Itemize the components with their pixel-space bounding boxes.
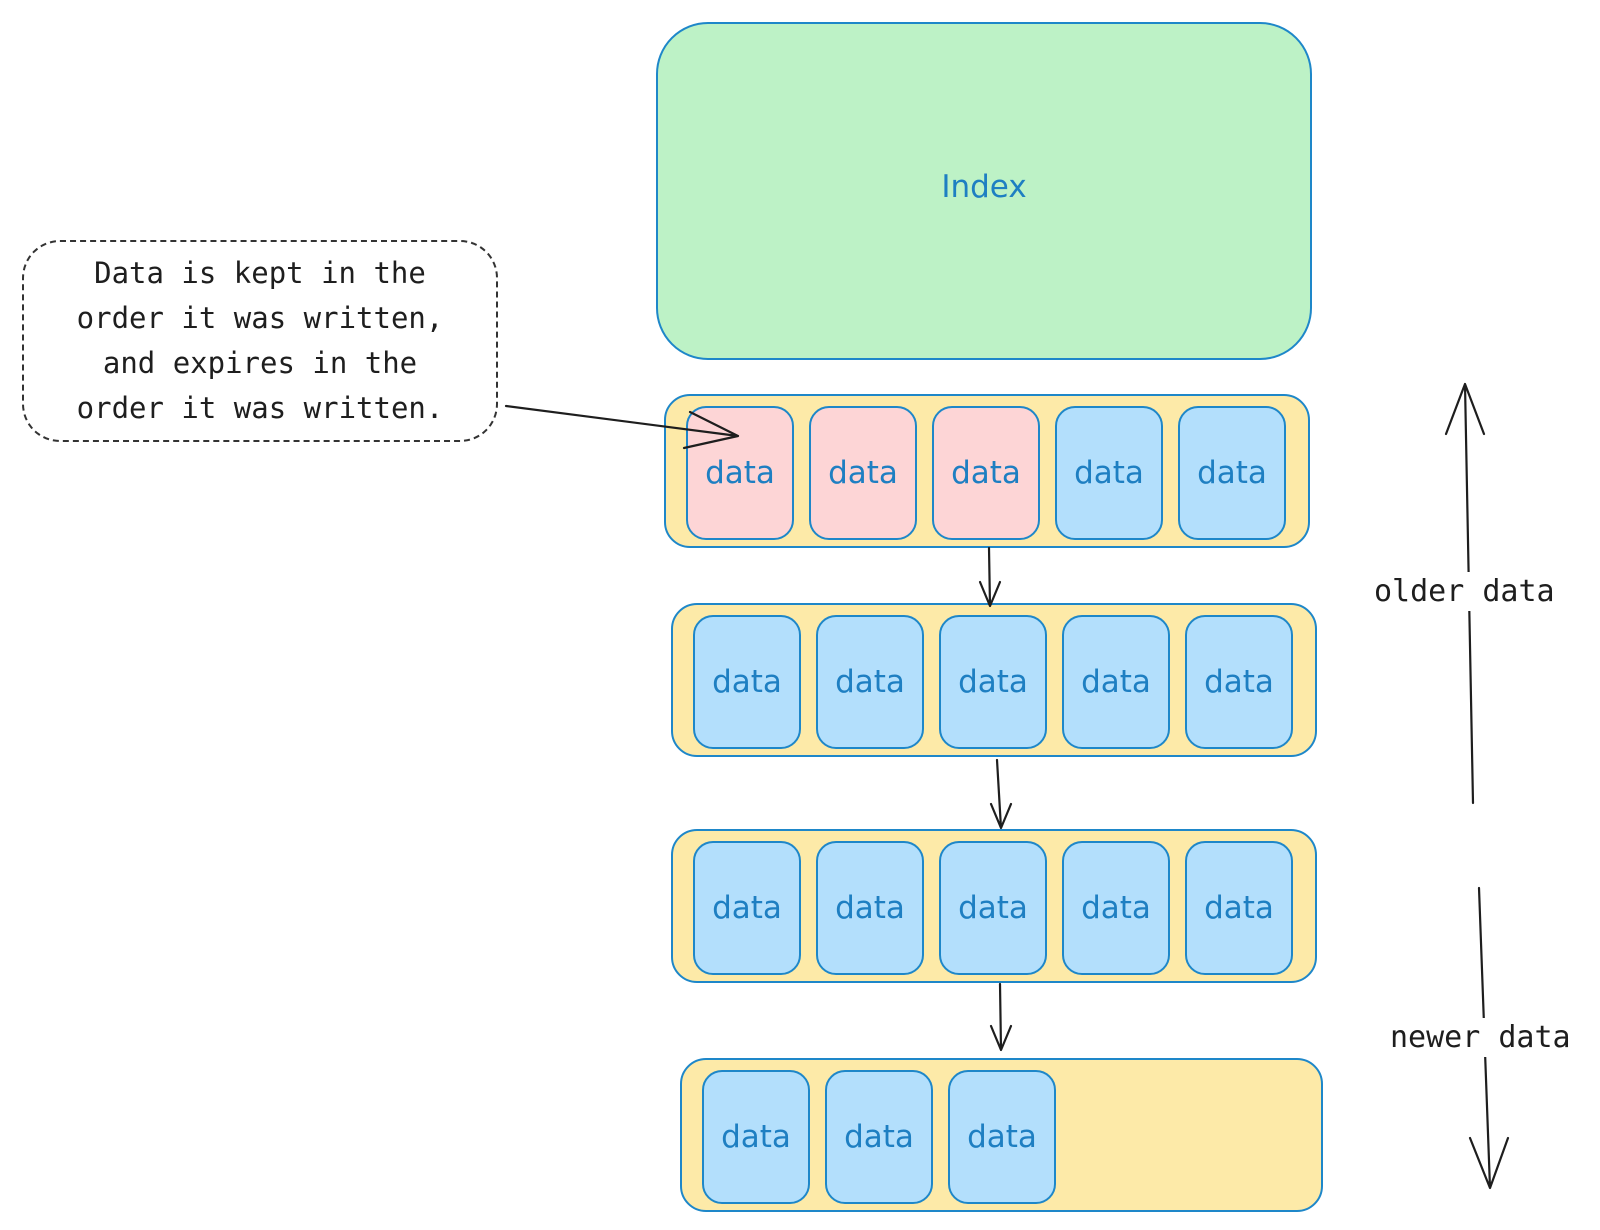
callout-line: Data is kept in the [94, 256, 426, 290]
data-cell: data [825, 1070, 933, 1204]
callout-note: Data is kept in the order it was written… [22, 240, 498, 442]
expiring-data-cell: data [809, 406, 917, 540]
data-cell: data [939, 615, 1047, 749]
data-cell: data [702, 1070, 810, 1204]
data-cell: data [816, 841, 924, 975]
chain-arrow [989, 982, 1013, 1052]
data-cell: data [948, 1070, 1056, 1204]
newer-data-label: newer data [1386, 1018, 1575, 1057]
chain-arrow [978, 546, 1002, 608]
data-cell: data [1062, 615, 1170, 749]
data-cell: data [1055, 406, 1163, 540]
data-cell: data [1185, 841, 1293, 975]
chain-arrow [989, 758, 1013, 830]
index-box: Index [656, 22, 1312, 360]
data-cell: data [693, 841, 801, 975]
data-cell: data [1062, 841, 1170, 975]
data-cell: data [693, 615, 801, 749]
older-data-label: older data [1370, 572, 1559, 611]
data-cell: data [816, 615, 924, 749]
index-label: Index [941, 169, 1027, 205]
data-cell: data [1185, 615, 1293, 749]
expiring-data-cell: data [686, 406, 794, 540]
data-cell: data [939, 841, 1047, 975]
callout-line: order it was written, [76, 301, 444, 335]
data-cell: data [1178, 406, 1286, 540]
expiring-data-cell: data [932, 406, 1040, 540]
callout-line: order it was written. [76, 391, 444, 425]
callout-line: and expires in the [102, 346, 418, 380]
